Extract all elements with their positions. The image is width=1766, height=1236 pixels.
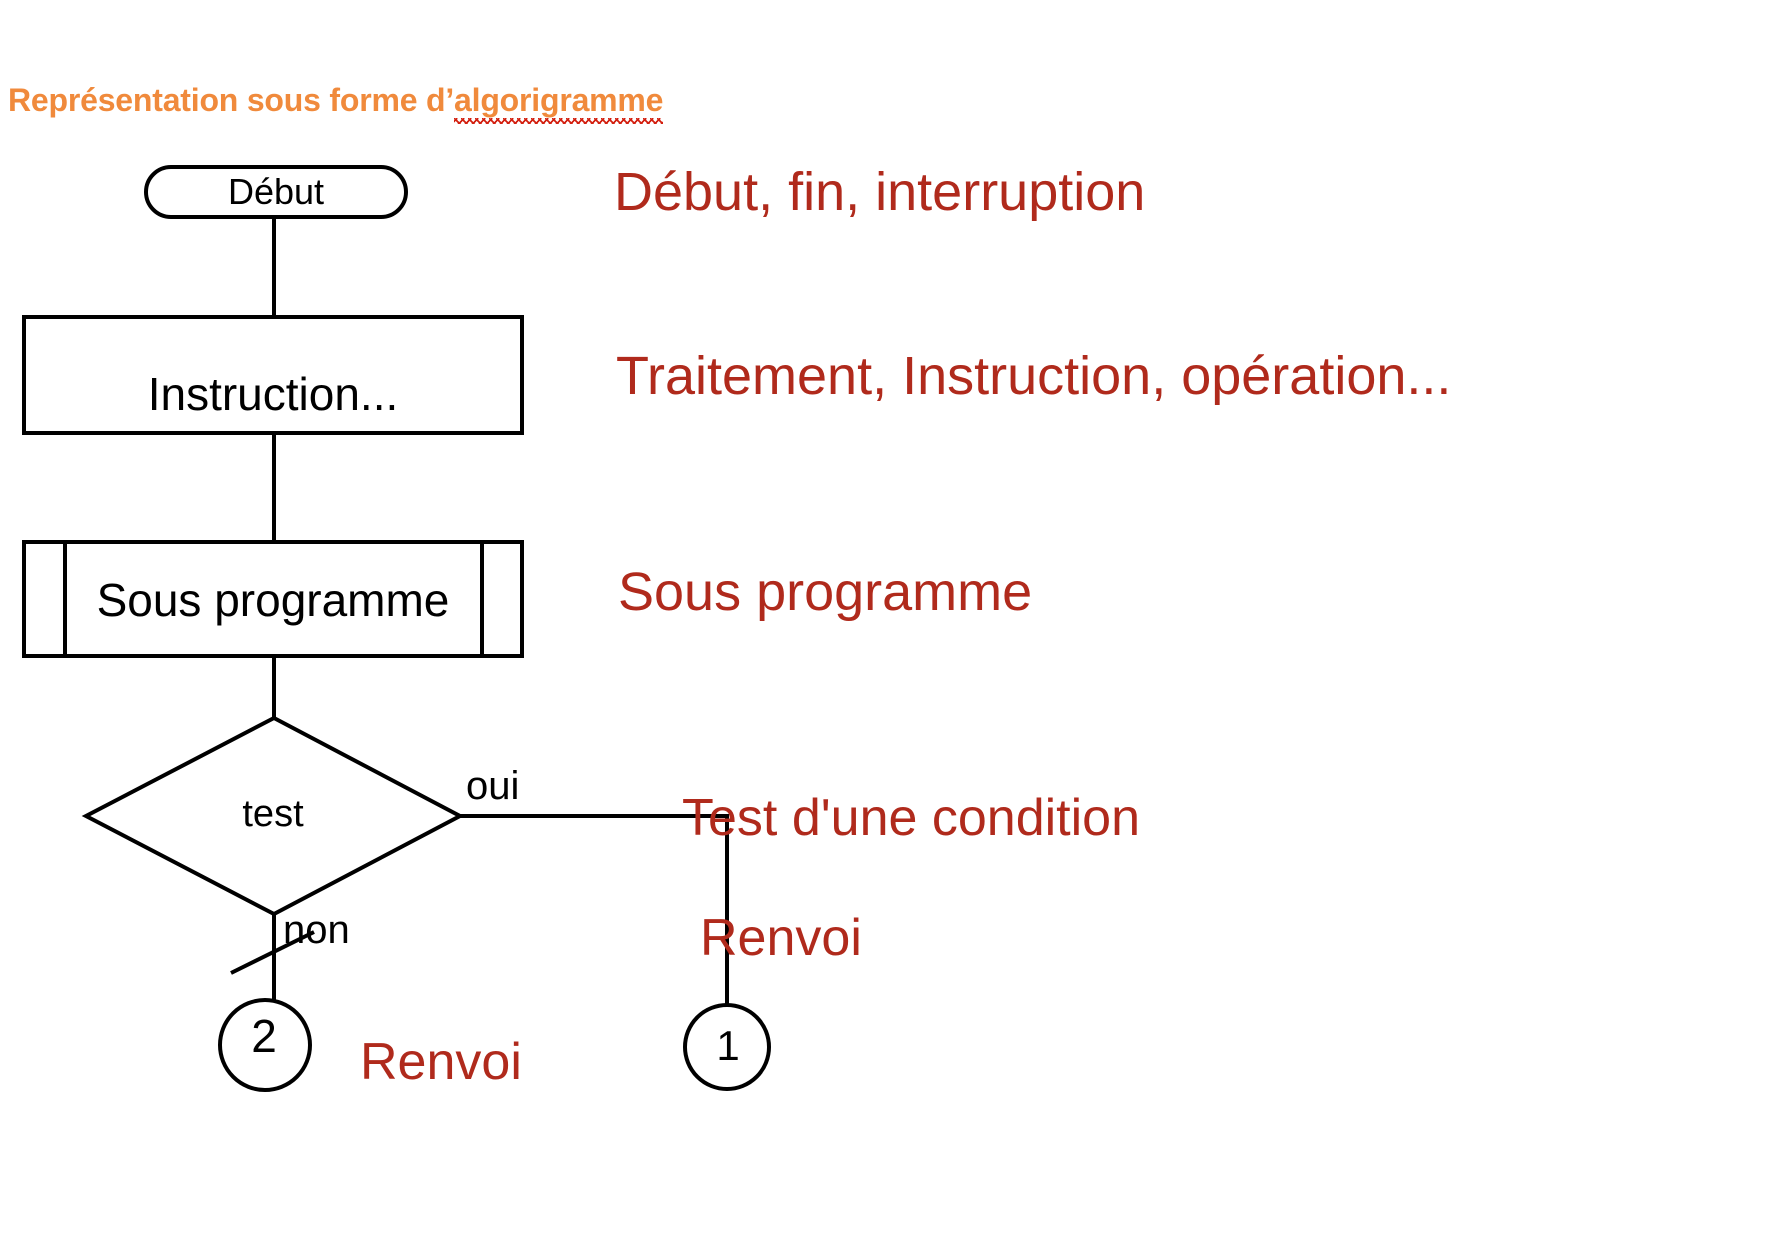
node-connector1-shape[interactable]	[683, 1003, 771, 1091]
node-start-label: Début	[227, 171, 325, 212]
annotation-start: Début, fin, interruption	[614, 162, 1146, 222]
page-title-prefix: Représentation sous forme d’	[8, 82, 455, 118]
annotation-subprogram: Sous programme	[618, 562, 1033, 622]
node-subprogram-label: Sous programme	[96, 574, 450, 626]
node-start-shape[interactable]	[144, 165, 408, 219]
node-instruction-label: Instruction...	[147, 368, 399, 420]
annotation-instruction: Traitement, Instruction, opération...	[616, 346, 1452, 406]
node-connector1-label: 1	[716, 1022, 740, 1069]
node-connector2-label: 2	[251, 1010, 277, 1062]
edge-label-no: non	[283, 908, 350, 952]
node-instruction-shape[interactable]	[22, 315, 524, 435]
edge-label-yes: oui	[466, 764, 520, 808]
annotation-connector1: Renvoi	[700, 909, 862, 967]
node-connector2-shape[interactable]	[218, 998, 312, 1092]
page-title: Représentation sous forme d’algorigramme	[8, 82, 664, 124]
annotation-test: Test d'une condition	[682, 789, 1141, 847]
annotation-connector2: Renvoi	[360, 1033, 522, 1091]
node-test-label: test	[242, 793, 304, 835]
page-title-underlined-word: algorigramme	[454, 82, 664, 124]
